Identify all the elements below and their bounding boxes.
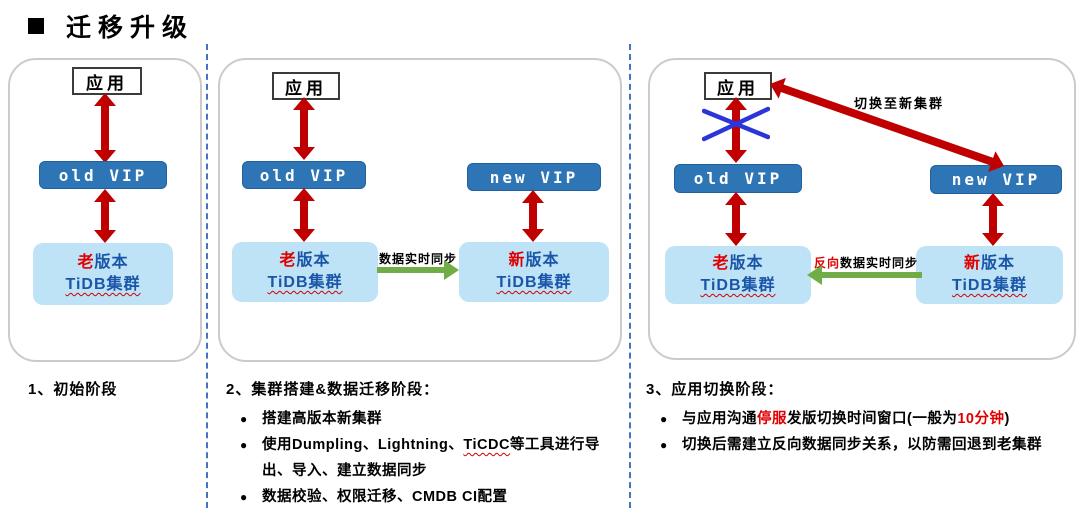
data-sync-label: 数据实时同步 [378,252,457,266]
old-vip-label: old VIP [259,165,349,185]
new-vip-label: new VIP [951,170,1041,189]
caption-1-heading: 1、初始阶段 [28,381,118,398]
old-tidb-cluster-box: 老版本 TiDB集群 [33,243,173,305]
tidb-cluster-line: TiDB集群 [267,274,343,291]
new-tidb-cluster-box: 新版本 TiDB集群 [916,246,1063,304]
green-sync-arrow-right [377,260,459,280]
bullet-item: 搭建高版本新集群 [240,406,622,432]
green-sync-arrow-left [807,265,922,285]
tidb-version-line: 新版本 [508,252,560,269]
app-box: 应用 [72,67,142,95]
tidb-version-line: 老版本 [77,254,129,271]
app-label: 应用 [86,73,128,93]
slide-title-row: 迁移升级 [28,8,194,44]
dashed-divider-1 [206,44,208,508]
tidb-version-line: 老版本 [279,252,331,269]
new-vip-box: new VIP [467,163,601,191]
caption-2-heading: 2、集群搭建&数据迁移阶段： [226,381,440,398]
old-vip-label: old VIP [58,165,148,185]
old-vip-box: old VIP [39,161,167,189]
switch-to-new-cluster-label: 切换至新集群 [854,96,945,111]
bullet-item: 数据校验、权限迁移、CMDB CI配置 [240,484,622,510]
caption-2-bullet-list: 搭建高版本新集群 使用Dumpling、Lightning、TiCDC等工具进行… [226,406,622,510]
old-tidb-cluster-box: 老版本 TiDB集群 [232,242,378,302]
tidb-cluster-line: TiDB集群 [700,277,776,294]
bullet-item: 与应用沟通停服发版切换时间窗口(一般为10分钟) [660,406,1058,432]
caption-build-migrate-stage: 2、集群搭建&数据迁移阶段： 搭建高版本新集群 使用Dumpling、Light… [226,378,622,510]
red-double-arrow-oldvip-oldtidb [725,192,747,246]
red-double-arrow-app-newvip [766,74,1007,177]
bullet-item: 使用Dumpling、Lightning、TiCDC等工具进行导出、导入、建立数… [240,432,622,484]
square-bullet-icon [28,18,44,34]
tidb-cluster-line: TiDB集群 [496,274,572,291]
app-box: 应用 [704,72,772,100]
app-box: 应用 [272,72,340,100]
old-vip-box: old VIP [674,164,802,193]
dashed-divider-2 [629,44,631,508]
tidb-cluster-line: TiDB集群 [65,276,141,293]
red-double-arrow-app-oldvip [94,93,116,163]
caption-3-heading: 3、应用切换阶段： [646,381,784,398]
disconnect-x-icon [702,106,770,142]
new-tidb-cluster-box: 新版本 TiDB集群 [459,242,609,302]
old-vip-label: old VIP [693,169,783,188]
panel-initial-stage: 应用 old VIP 老版本 TiDB集群 [8,58,202,362]
red-double-arrow-oldvip-oldtidb [94,189,116,243]
new-vip-label: new VIP [489,167,579,187]
app-label: 应用 [285,78,327,98]
caption-app-switch-stage: 3、应用切换阶段： 与应用沟通停服发版切换时间窗口(一般为10分钟) 切换后需建… [646,378,1058,458]
slide-title: 迁移升级 [66,15,195,42]
tidb-version-line: 老版本 [712,255,764,272]
caption-3-bullet-list: 与应用沟通停服发版切换时间窗口(一般为10分钟) 切换后需建立反向数据同步关系，… [646,406,1058,458]
old-vip-box: old VIP [242,161,366,189]
bullet-item: 切换后需建立反向数据同步关系，以防需回退到老集群 [660,432,1058,458]
app-label: 应用 [717,78,759,98]
caption-initial-stage: 1、初始阶段 [28,378,188,399]
red-double-arrow-app-oldvip [293,97,315,160]
red-double-arrow-app-oldvip [725,97,747,163]
panel-build-migrate-stage: 应用 old VIP 老版本 TiDB集群 new VIP 新版本 TiDB集群… [218,58,622,362]
red-double-arrow-newvip-newtidb [522,190,544,242]
red-double-arrow-oldvip-oldtidb [293,188,315,242]
tidb-version-line: 新版本 [963,255,1016,272]
old-tidb-cluster-box: 老版本 TiDB集群 [665,246,811,304]
tidb-cluster-line: TiDB集群 [951,277,1028,294]
red-double-arrow-newvip-newtidb [982,193,1004,246]
panel-app-switch-stage: 应用 old VIP 老版本 TiDB集群 new VIP 新版本 TiDB集群… [648,58,1076,360]
